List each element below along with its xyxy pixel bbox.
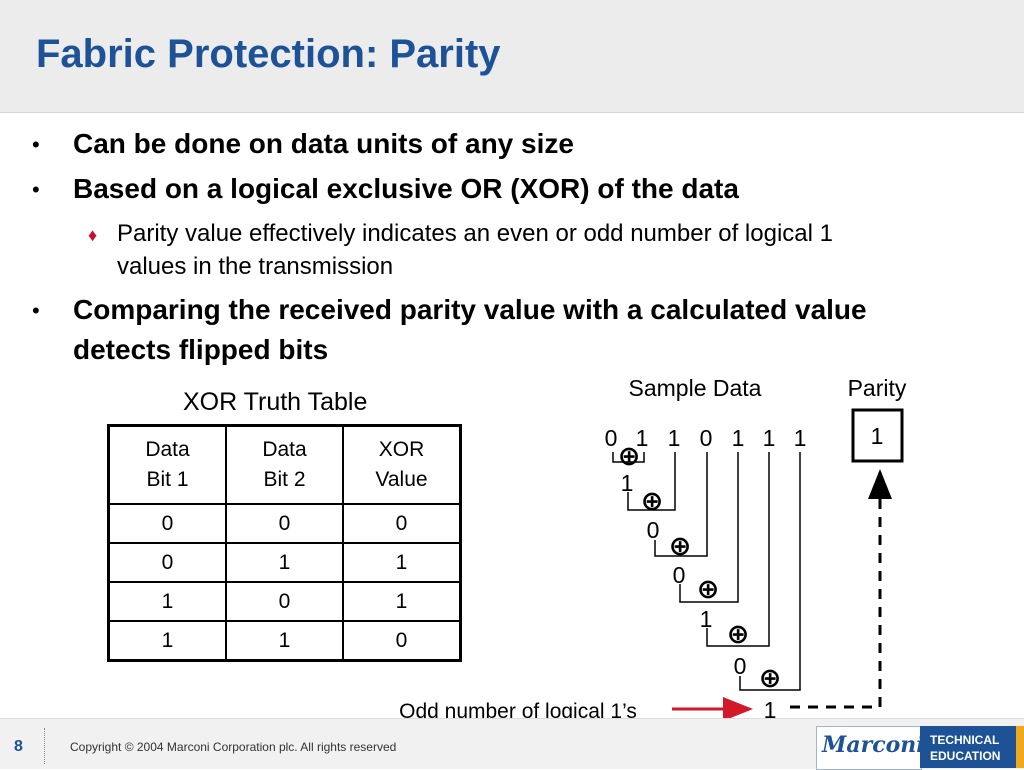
bullet-3-line-2: detects flipped bits — [73, 334, 329, 365]
accent-strip — [1016, 726, 1024, 768]
table-row: 0 0 0 — [107, 503, 462, 544]
data-bit: 1 — [763, 425, 776, 451]
intermediate-result: 0 — [734, 653, 747, 679]
parity-label: Parity — [848, 375, 907, 401]
data-bit: 1 — [732, 425, 745, 451]
technical-education-badge — [920, 726, 1024, 768]
table-cell: 1 — [342, 581, 462, 622]
sub-bullet-line-1: Parity value effectively indicates an ev… — [117, 220, 833, 247]
bullet-dot: • — [32, 177, 40, 202]
data-bit: 1 — [636, 425, 649, 451]
bullet-1: Can be done on data units of any size — [73, 128, 574, 159]
intermediate-result: 0 — [673, 562, 686, 588]
table-cell: 1 — [342, 542, 462, 583]
intermediate-result: 0 — [647, 517, 660, 543]
truth-table-caption: XOR Truth Table — [183, 388, 368, 416]
diamond-bullet-icon: ♦ — [88, 225, 98, 245]
table-cell: 0 — [342, 620, 462, 662]
copyright-text: Copyright © 2004 Marconi Corporation plc… — [70, 740, 397, 754]
xor-operator-icon: ⊕ — [618, 441, 641, 472]
table-cell: 1 — [225, 542, 344, 583]
table-cell: 1 — [107, 581, 227, 622]
xor-operator-icon: ⊕ — [641, 486, 664, 517]
table-cell: 0 — [107, 542, 227, 583]
parity-box — [851, 408, 904, 463]
page-number: 8 — [14, 738, 23, 755]
table-cell: 0 — [342, 503, 462, 544]
xor-operator-icon: ⊕ — [669, 531, 692, 562]
odd-number-label: Odd number of logical 1’s — [399, 700, 637, 723]
xor-operator-icon: ⊕ — [727, 619, 750, 650]
bullet-3-line-1: Comparing the received parity value with… — [73, 294, 867, 325]
table-cell: 1 — [225, 620, 344, 662]
table-cell: 0 — [107, 503, 227, 544]
table-cell: 0 — [225, 581, 344, 622]
intermediate-result: 1 — [700, 606, 713, 632]
xor-chain-lines — [612, 452, 801, 691]
table-row: 1 1 0 — [107, 620, 462, 662]
final-result: 1 — [764, 697, 777, 723]
marconi-logo: Marconi — [822, 732, 925, 758]
bullet-dot: • — [32, 132, 40, 157]
dashed-arrow-to-parity — [790, 469, 892, 709]
sample-data-label: Sample Data — [629, 375, 762, 401]
table-row: 0 1 1 — [107, 542, 462, 583]
table-row: 1 0 1 — [107, 581, 462, 622]
badge-line-1: TECHNICAL — [930, 733, 1000, 747]
xor-operator-icon: ⊕ — [697, 574, 720, 605]
footer-divider — [44, 728, 45, 764]
header-bar — [0, 0, 1024, 113]
xor-operator-icon: ⊕ — [759, 663, 782, 694]
page-title: Fabric Protection: Parity — [36, 32, 501, 76]
data-bit: 1 — [668, 425, 681, 451]
bullet-dot: • — [32, 298, 40, 323]
table-cell: 1 — [107, 620, 227, 662]
badge-line-2: EDUCATION — [930, 749, 1001, 763]
sub-bullet-line-2: values in the transmission — [117, 253, 394, 280]
data-bit: 1 — [794, 425, 807, 451]
bullet-2: Based on a logical exclusive OR (XOR) of… — [73, 173, 739, 204]
intermediate-result: 1 — [621, 470, 634, 496]
data-bit: 0 — [700, 425, 713, 451]
table-cell: 0 — [225, 503, 344, 544]
parity-value: 1 — [871, 423, 884, 449]
data-bit: 0 — [605, 425, 618, 451]
